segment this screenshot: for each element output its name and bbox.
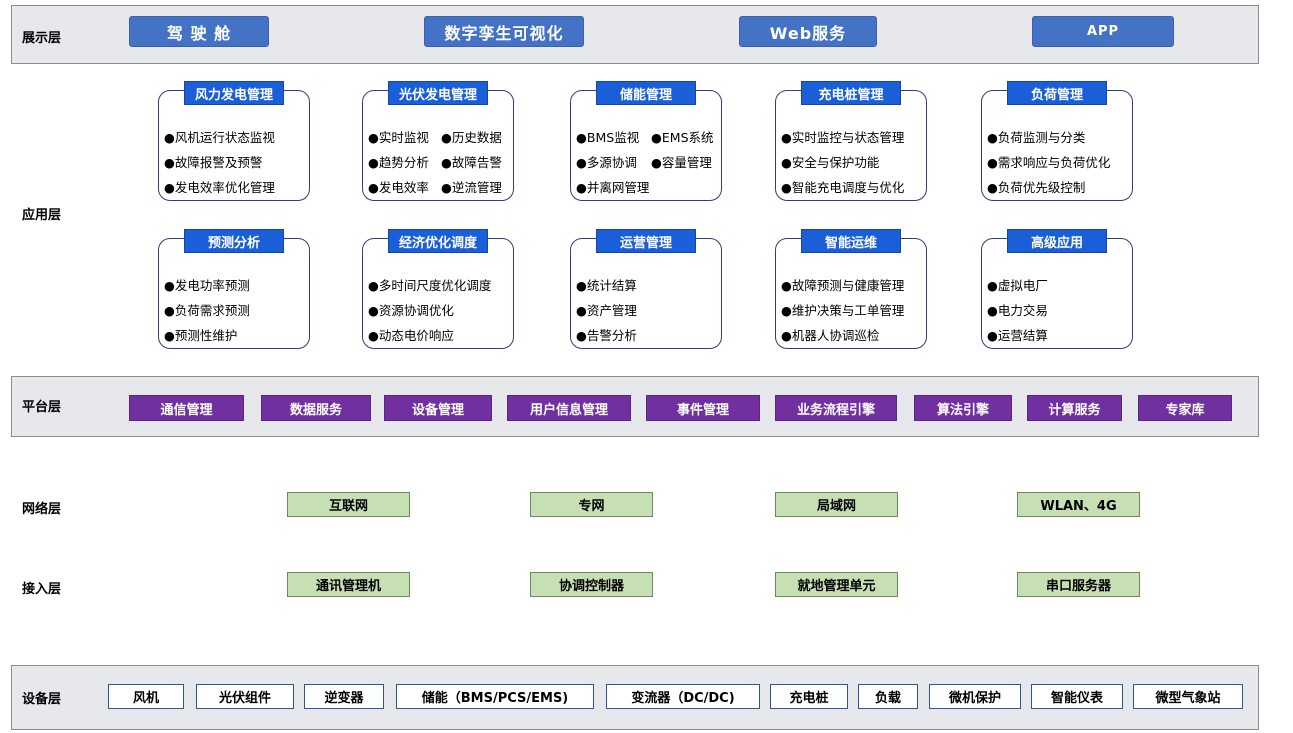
app-title-pv-power[interactable]: 光伏发电管理	[388, 81, 488, 105]
network-private: 专网	[530, 492, 653, 517]
app-item: ●多时间尺度优化调度	[368, 278, 492, 293]
app-item: ●发电效率优化管理	[164, 180, 275, 195]
app-box-wind-power: 风力发电管理 ●风机运行状态监视 ●故障报警及预警 ●发电效率优化管理	[158, 81, 310, 201]
app-box-forecast-analysis: 预测分析 ●发电功率预测 ●负荷需求预测 ●预测性维护	[158, 229, 310, 349]
app-item: ●需求响应与负荷优化	[987, 155, 1111, 170]
network-wlan-4g: WLAN、4G	[1017, 492, 1140, 517]
app-item: ●负荷监测与分类	[987, 130, 1086, 145]
app-item: ●多源协调	[576, 155, 637, 170]
device-dcdc-converter: 变流器（DC/DC)	[606, 684, 760, 709]
device-weather-station: 微型气象站	[1133, 684, 1243, 709]
device-relay-protection: 微机保护	[929, 684, 1021, 709]
app-item: ●逆流管理	[441, 180, 502, 195]
device-inverter: 逆变器	[304, 684, 384, 709]
device-smart-meter: 智能仪表	[1031, 684, 1123, 709]
network-lan: 局域网	[775, 492, 898, 517]
platform-btn-workflow-engine[interactable]: 业务流程引擎	[775, 395, 897, 421]
app-item: ●风机运行状态监视	[164, 130, 275, 145]
app-item: ●电力交易	[987, 303, 1048, 318]
app-item: ●虚拟电厂	[987, 278, 1048, 293]
app-item: ●统计结算	[576, 278, 637, 293]
app-item: ●动态电价响应	[368, 328, 454, 343]
platform-layer-label: 平台层	[22, 400, 62, 415]
app-item: ●资源协调优化	[368, 303, 454, 318]
app-title-forecast-analysis[interactable]: 预测分析	[184, 229, 284, 253]
app-item: ●智能充电调度与优化	[781, 180, 905, 195]
platform-btn-device-mgmt[interactable]: 设备管理	[384, 395, 492, 421]
device-wind-turbine: 风机	[108, 684, 184, 709]
app-item: ●资产管理	[576, 303, 637, 318]
app-title-wind-power[interactable]: 风力发电管理	[184, 81, 284, 105]
app-item: ●BMS监视	[576, 130, 640, 145]
access-layer-label: 接入层	[22, 582, 62, 597]
device-energy-storage: 储能（BMS/PCS/EMS)	[396, 684, 594, 709]
app-item: ●实时监控与状态管理	[781, 130, 905, 145]
app-item: ●并离网管理	[576, 180, 650, 195]
app-item: ●故障报警及预警	[164, 155, 263, 170]
platform-btn-data-service[interactable]: 数据服务	[261, 395, 371, 421]
app-item: ●容量管理	[651, 155, 712, 170]
app-title-energy-storage[interactable]: 储能管理	[596, 81, 696, 105]
app-item: ●运营结算	[987, 328, 1048, 343]
app-title-economic-dispatch[interactable]: 经济优化调度	[388, 229, 488, 253]
platform-btn-compute-service[interactable]: 计算服务	[1027, 395, 1122, 421]
app-box-energy-storage: 储能管理 ●BMS监视 ●EMS系统 ●多源协调 ●容量管理 ●并离网管理	[570, 81, 722, 201]
app-item: ●维护决策与工单管理	[781, 303, 905, 318]
device-charging-pile: 充电桩	[770, 684, 848, 709]
device-load: 负载	[858, 684, 918, 709]
app-button[interactable]: APP	[1032, 16, 1174, 47]
platform-btn-user-info[interactable]: 用户信息管理	[507, 395, 631, 421]
app-item: ●负荷需求预测	[164, 303, 250, 318]
access-comm-manager: 通讯管理机	[287, 572, 410, 597]
app-item: ●预测性维护	[164, 328, 238, 343]
digital-twin-button[interactable]: 数字孪生可视化	[424, 16, 584, 47]
app-box-load-management: 负荷管理 ●负荷监测与分类 ●需求响应与负荷优化 ●负荷优先级控制	[981, 81, 1133, 201]
app-item: ●负荷优先级控制	[987, 180, 1086, 195]
platform-btn-algorithm-engine[interactable]: 算法引擎	[914, 395, 1012, 421]
app-item: ●故障预测与健康管理	[781, 278, 905, 293]
app-item: ●历史数据	[441, 130, 502, 145]
app-box-operation-management: 运营管理 ●统计结算 ●资产管理 ●告警分析	[570, 229, 722, 349]
app-item: ●实时监视	[368, 130, 429, 145]
app-box-smart-om: 智能运维 ●故障预测与健康管理 ●维护决策与工单管理 ●机器人协调巡检	[775, 229, 927, 349]
app-item: ●机器人协调巡检	[781, 328, 880, 343]
access-local-management-unit: 就地管理单元	[775, 572, 898, 597]
device-layer-label: 设备层	[22, 692, 62, 707]
network-internet: 互联网	[287, 492, 410, 517]
app-box-charging-pile: 充电桩管理 ●实时监控与状态管理 ●安全与保护功能 ●智能充电调度与优化	[775, 81, 927, 201]
presentation-layer-label: 展示层	[22, 31, 62, 46]
platform-btn-communication[interactable]: 通信管理	[129, 395, 244, 421]
app-item: ●安全与保护功能	[781, 155, 880, 170]
app-box-pv-power: 光伏发电管理 ●实时监视 ●历史数据 ●趋势分析 ●故障告警 ●发电效率 ●逆流…	[362, 81, 514, 201]
app-title-operation-management[interactable]: 运营管理	[596, 229, 696, 253]
application-layer-label: 应用层	[22, 208, 62, 223]
app-item: ●EMS系统	[651, 130, 714, 145]
platform-btn-event-mgmt[interactable]: 事件管理	[646, 395, 760, 421]
app-title-advanced-apps[interactable]: 高级应用	[1007, 229, 1107, 253]
device-pv-module: 光伏组件	[196, 684, 294, 709]
app-title-smart-om[interactable]: 智能运维	[801, 229, 901, 253]
platform-btn-expert-library[interactable]: 专家库	[1138, 395, 1232, 421]
app-title-charging-pile[interactable]: 充电桩管理	[801, 81, 901, 105]
access-coordination-controller: 协调控制器	[530, 572, 653, 597]
network-layer-label: 网络层	[22, 502, 62, 517]
app-item: ●发电效率	[368, 180, 429, 195]
app-item: ●故障告警	[441, 155, 502, 170]
web-service-button[interactable]: Web服务	[739, 16, 877, 47]
app-item: ●趋势分析	[368, 155, 429, 170]
app-item: ●告警分析	[576, 328, 637, 343]
app-box-advanced-apps: 高级应用 ●虚拟电厂 ●电力交易 ●运营结算	[981, 229, 1133, 349]
cockpit-button[interactable]: 驾 驶 舱	[129, 16, 269, 47]
app-item: ●发电功率预测	[164, 278, 250, 293]
access-serial-server: 串口服务器	[1017, 572, 1140, 597]
app-box-economic-dispatch: 经济优化调度 ●多时间尺度优化调度 ●资源协调优化 ●动态电价响应	[362, 229, 514, 349]
app-title-load-management[interactable]: 负荷管理	[1007, 81, 1107, 105]
